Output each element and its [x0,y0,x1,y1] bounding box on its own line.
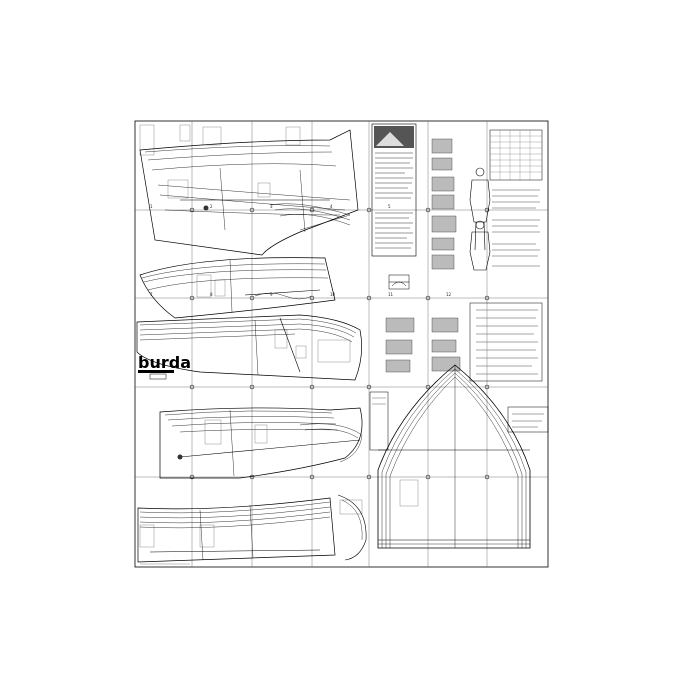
notes-box [507,406,549,433]
tile-label: 3 [270,204,273,209]
tile-label: 5 [388,204,391,209]
tile-label: 9 [270,292,273,297]
pattern-piece-lower [159,407,363,479]
pattern-piece-top [139,129,359,256]
piece-top-annotations [139,124,301,211]
tile-label: 4 [330,204,333,209]
size-legend-text [492,189,540,267]
piece-lower-annotations [177,419,268,460]
pattern-piece-tag [369,391,389,451]
svg-text:burda: burda [138,353,191,372]
instruction-column [371,123,417,257]
tile-label: 7 [150,292,153,297]
arch-annotations [399,479,419,507]
sheet-border [134,120,549,568]
tile-label: 2 [210,204,213,209]
tile-label: 12 [446,292,452,297]
measurement-diagram [388,274,410,290]
tile-label: 1 [150,204,153,209]
piece-middle-upper-annotations [196,274,226,298]
size-chart [489,129,543,181]
tile-label: 8 [210,292,213,297]
figure-illustration [469,167,491,271]
tile-label: 11 [388,292,394,297]
piece-bottom-annotations [139,499,363,548]
piece-middle-lower-annotations [274,329,351,363]
step-illustrations [385,138,461,373]
pattern-piece-middle-upper [139,257,336,319]
burda-logo: burda [138,353,191,380]
pattern-piece-middle-lower [136,314,362,381]
tile-label: 10 [330,292,336,297]
pattern-piece-arch [377,364,531,549]
symbols-legend [469,302,543,382]
pattern-piece-bottom [137,494,367,563]
